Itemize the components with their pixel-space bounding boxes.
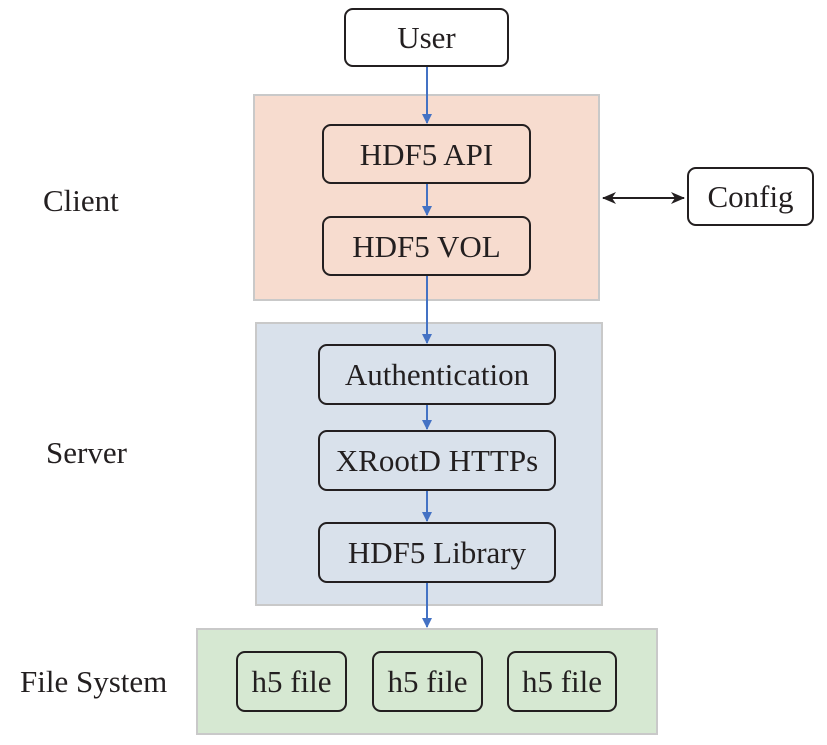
user-node: User: [344, 8, 509, 67]
authentication-node: Authentication: [318, 344, 556, 405]
h5-file-node: h5 file: [236, 651, 347, 712]
file-system-layer-label: File System: [20, 664, 168, 699]
server-layer-label: Server: [46, 435, 127, 470]
client-layer-label: Client: [43, 183, 119, 218]
hdf5-api-node: HDF5 API: [322, 124, 531, 184]
h5-file-node: h5 file: [507, 651, 617, 712]
hdf5-vol-node: HDF5 VOL: [322, 216, 531, 276]
hdf5-library-node: HDF5 Library: [318, 522, 556, 583]
h5-file-node: h5 file: [372, 651, 483, 712]
xrootd-https-node: XRootD HTTPs: [318, 430, 556, 491]
config-node: Config: [687, 167, 814, 226]
